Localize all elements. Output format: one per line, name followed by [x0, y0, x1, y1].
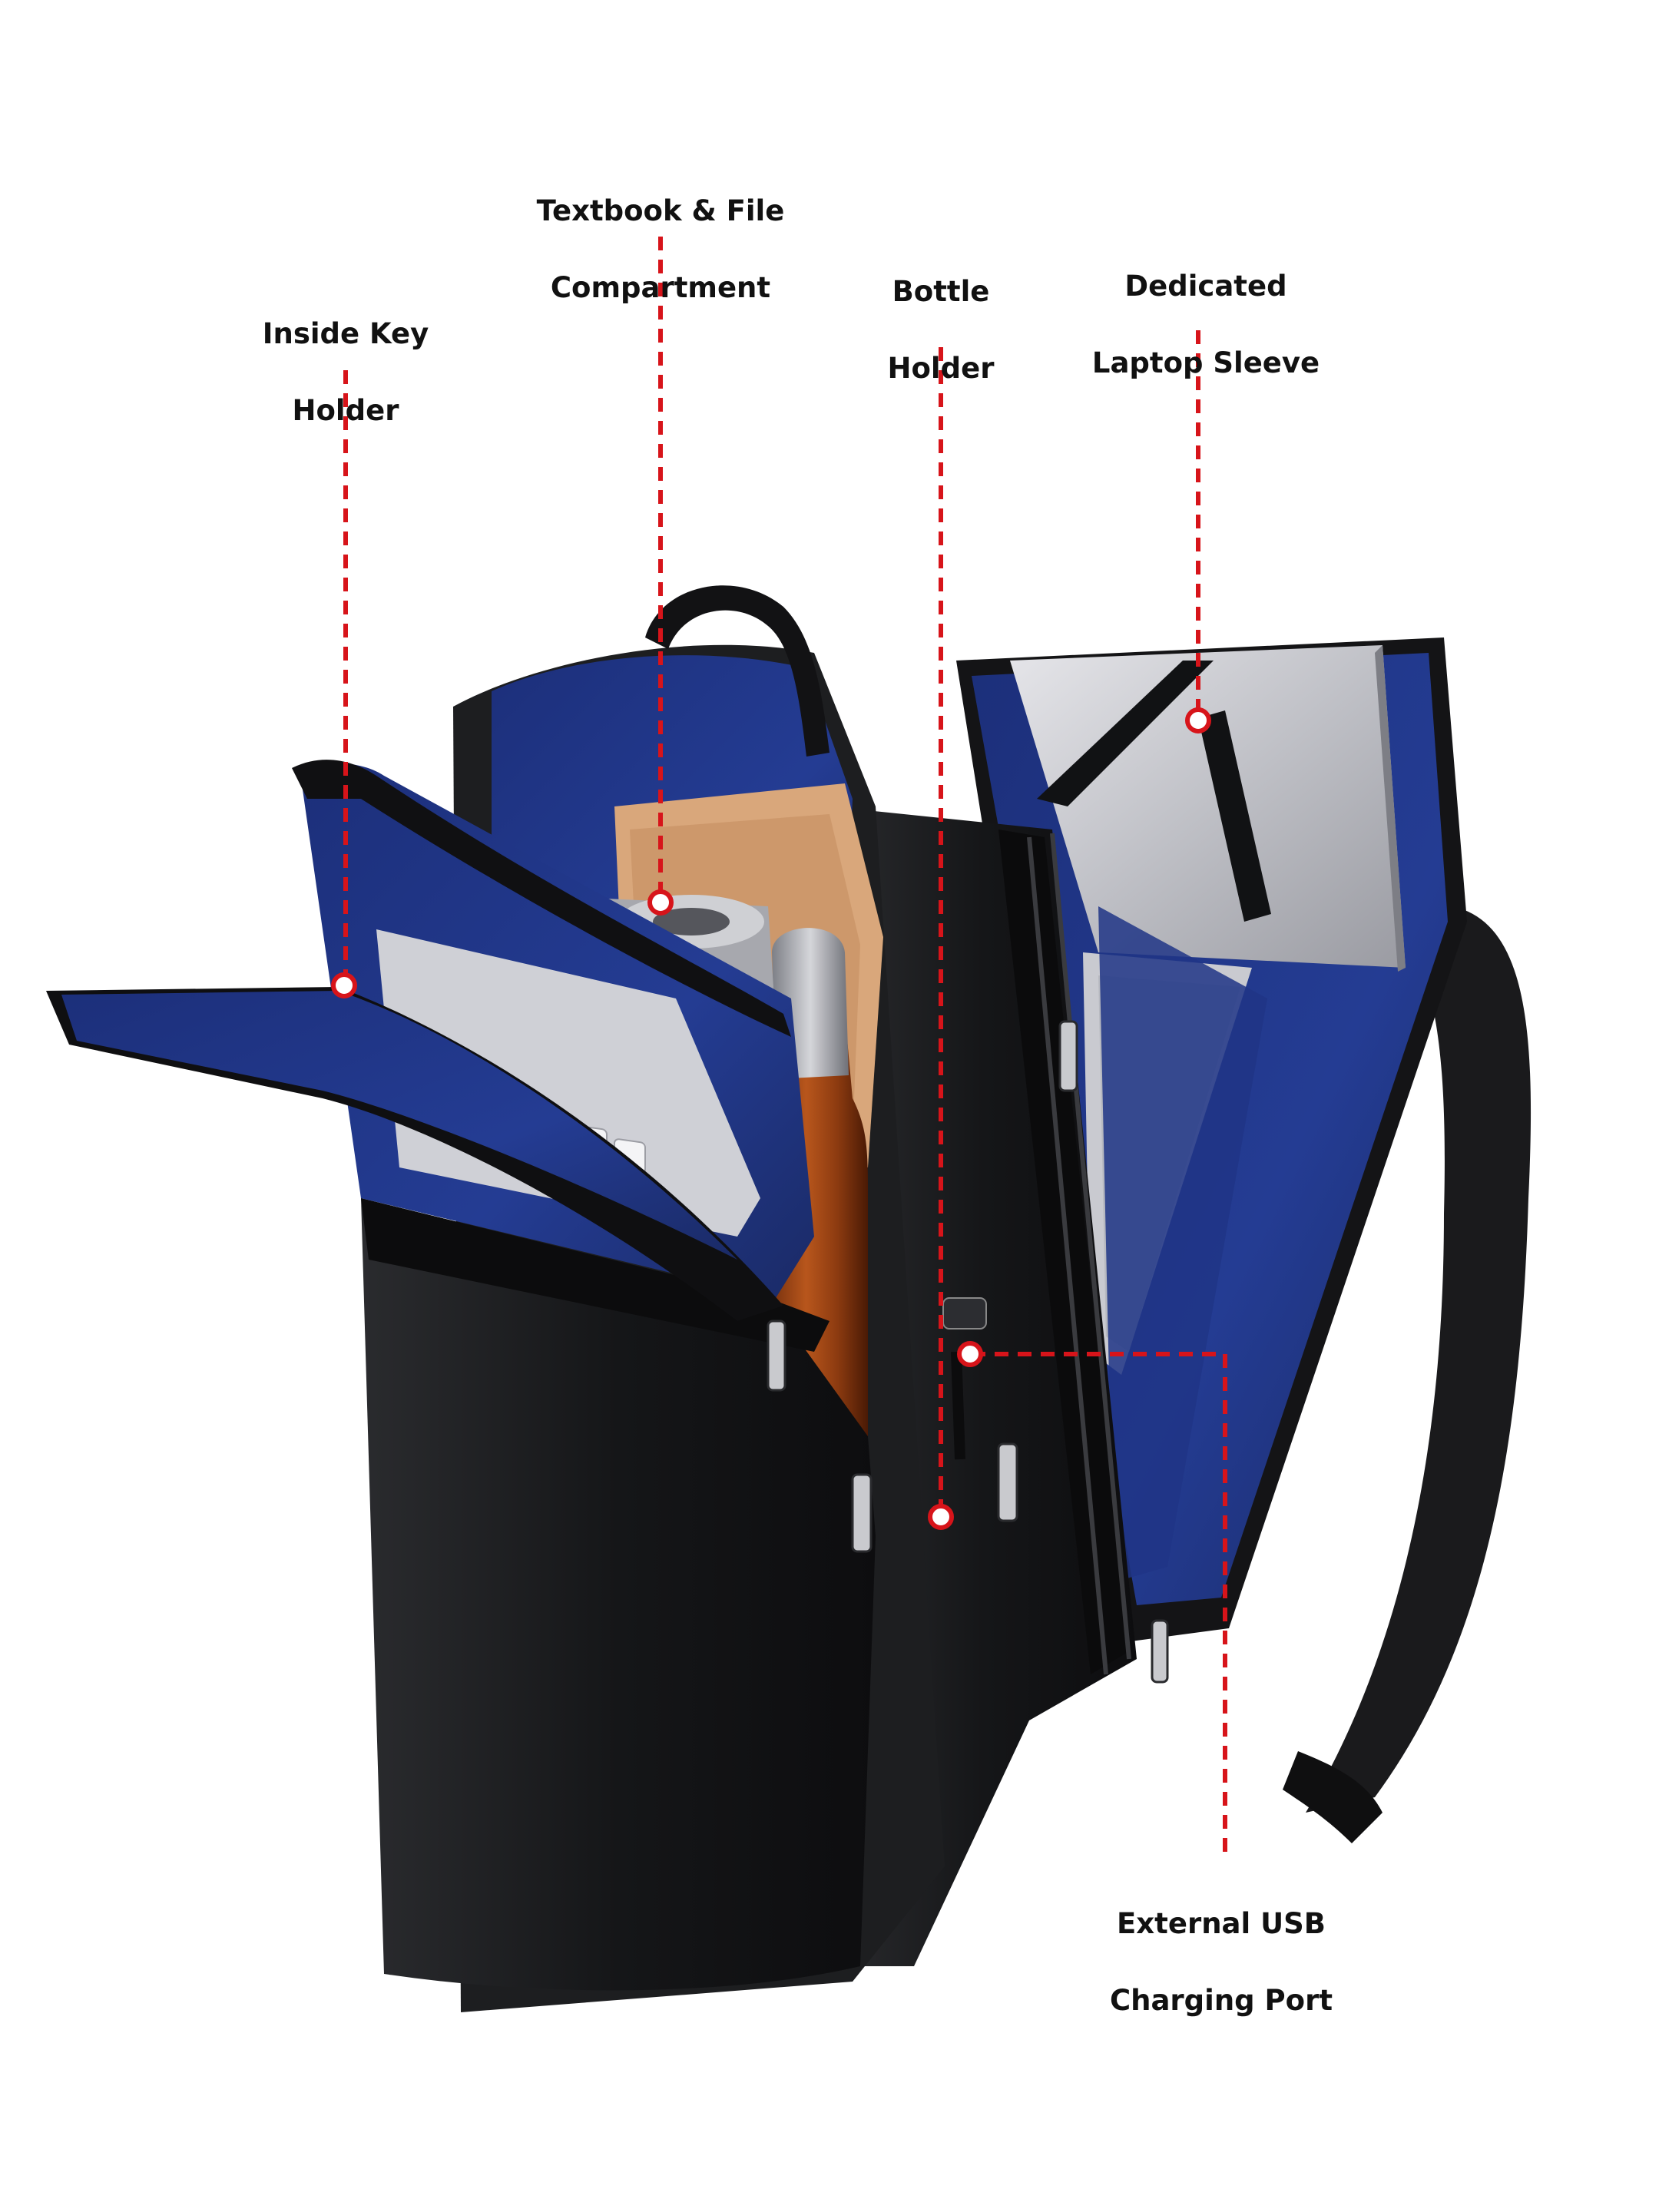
shoulder-strap: [1306, 906, 1532, 1813]
callout-bottle-line2: Holder: [887, 352, 995, 385]
callout-usb-line2: Charging Port: [1109, 1984, 1333, 2017]
callout-textbook: Textbook & File Compartment: [499, 154, 822, 346]
callout-key-holder-line1: Inside Key: [262, 317, 429, 350]
callout-usb: External USB Charging Port: [1075, 1866, 1367, 2058]
marker-usb: [957, 1341, 983, 1367]
callout-bottle-line1: Bottle: [892, 275, 990, 308]
callout-laptop: Dedicated Laptop Sleeve: [1068, 229, 1344, 421]
leader-line-usb: [972, 1352, 1227, 1859]
top-handle: [645, 585, 830, 757]
front-pocket-body: [361, 1198, 876, 1991]
callout-usb-line1: External USB: [1117, 1907, 1326, 1940]
marker-textbook: [647, 889, 674, 916]
callout-textbook-line1: Textbook & File: [536, 194, 785, 227]
callout-textbook-line2: Compartment: [550, 271, 771, 304]
keyboard: [376, 929, 760, 1237]
callout-key-holder: Inside Key Holder: [230, 276, 461, 469]
callout-laptop-line2: Laptop Sleeve: [1091, 346, 1320, 379]
zipper-pulls: [767, 1020, 1169, 1684]
marker-laptop: [1185, 707, 1211, 733]
callout-key-holder-line2: Holder: [292, 394, 399, 427]
callout-laptop-line1: Dedicated: [1124, 270, 1287, 303]
marker-bottle: [928, 1504, 954, 1530]
laptop: [1010, 645, 1406, 968]
usb-port: [942, 1297, 987, 1330]
callout-bottle: Bottle Holder: [845, 234, 1037, 426]
marker-key-holder: [331, 972, 357, 998]
